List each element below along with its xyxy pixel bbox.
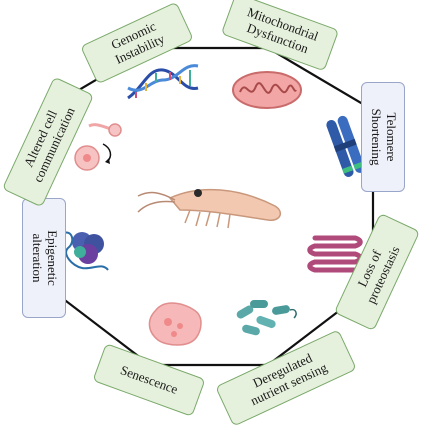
nucleosome-icon (61, 231, 109, 271)
mitochondrion-icon (232, 71, 302, 109)
folded-protein-icon (307, 235, 363, 273)
dna-helix-icon (127, 64, 199, 100)
chromosome-icon (326, 115, 365, 177)
senescent-cell-icon (148, 302, 202, 346)
cell-signaling-icon (74, 123, 122, 171)
label-telomere-shortening: Telomere Shortening (361, 82, 405, 192)
label-epigenetic-alteration: Epigenetic alteration (22, 198, 66, 318)
krill-icon (137, 188, 282, 229)
bacteria-icon (236, 300, 297, 336)
diagram-canvas (43, 46, 375, 367)
